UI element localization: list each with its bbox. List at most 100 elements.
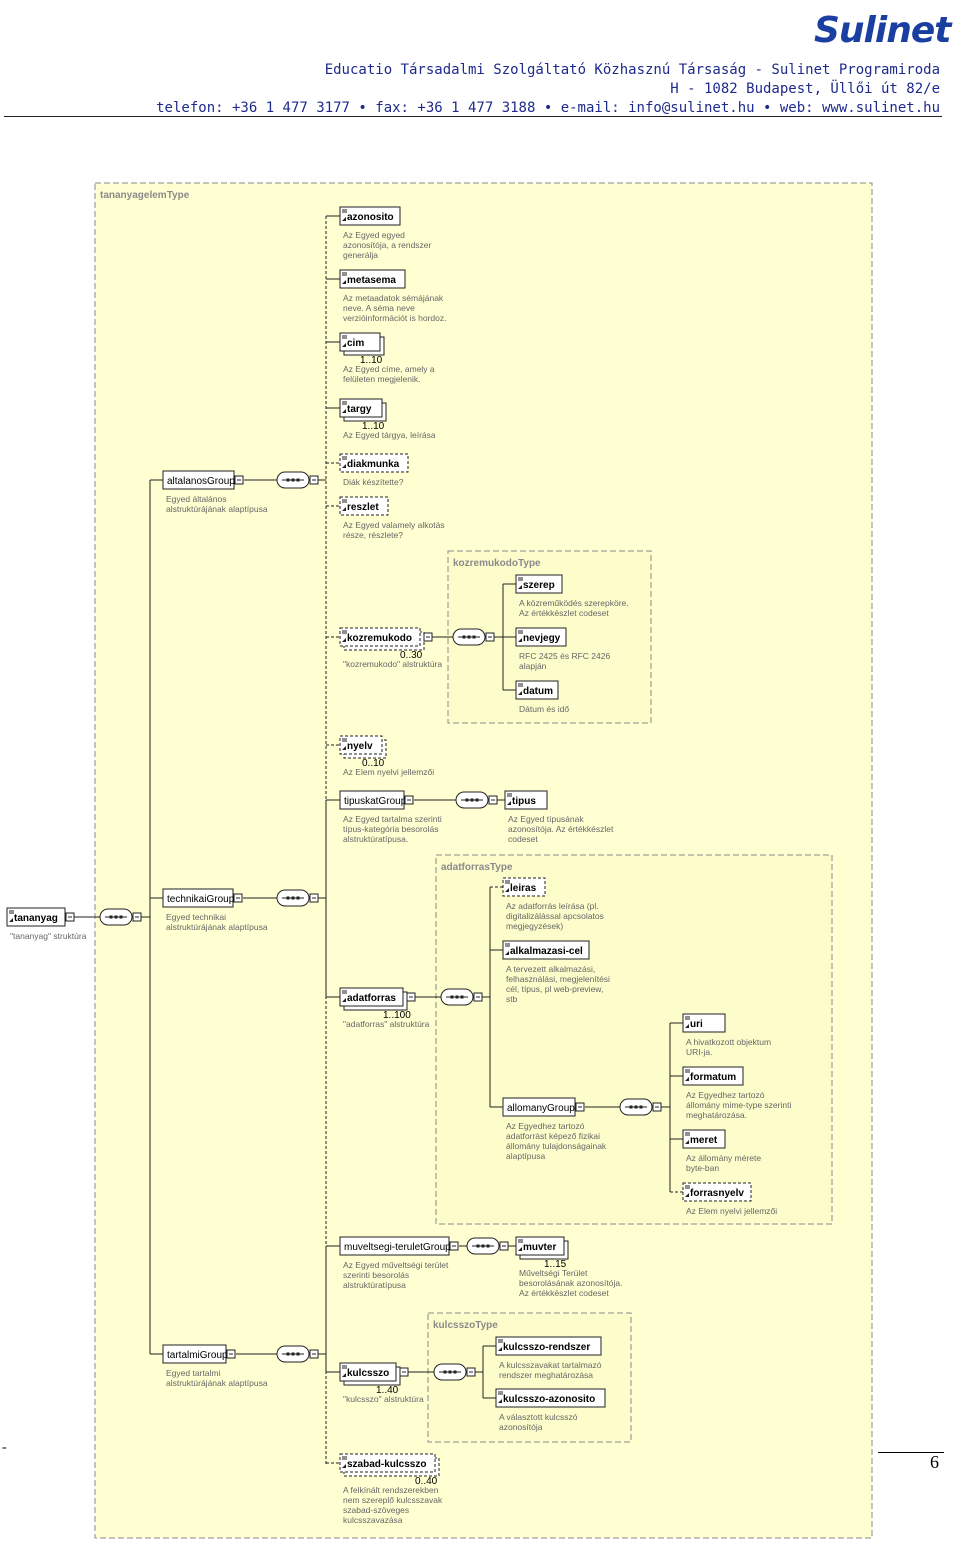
node-description: A hivatkozott objektum bbox=[686, 1037, 771, 1047]
type-frame bbox=[435, 854, 833, 1225]
node-description: A tervezett alkalmazási, bbox=[506, 964, 595, 974]
node-description: adatforrást képező fizikai bbox=[506, 1131, 600, 1141]
node-label: targy bbox=[347, 404, 372, 415]
node-label: kozremukodo bbox=[347, 633, 412, 644]
node-description: azonosítója. Az értékkészlet bbox=[508, 824, 614, 834]
node-description: Diák készítette? bbox=[343, 477, 404, 487]
header-address: H - 1082 Budapest, Üllői út 82/e bbox=[670, 81, 940, 97]
node-label: formatum bbox=[690, 1072, 736, 1083]
cardinality: 1..10 bbox=[360, 355, 383, 366]
node-description: besorolásának azonosítója. bbox=[519, 1278, 623, 1288]
node-description: alaptípusa bbox=[506, 1151, 545, 1161]
node-description: verzióinformációt is hordoz. bbox=[343, 313, 446, 323]
cardinality: 0..30 bbox=[400, 650, 423, 661]
sequence-compositor bbox=[433, 1363, 476, 1381]
page-header: Sulinet Educatio Társadalmi Szolgáltató … bbox=[0, 0, 960, 130]
node-description: megjegyzések) bbox=[506, 921, 563, 931]
node-description: Az állomány mérete bbox=[686, 1153, 761, 1163]
node-label: allomanyGroup bbox=[507, 1103, 575, 1114]
node-label: tipus bbox=[512, 796, 536, 807]
node-label: meret bbox=[690, 1135, 718, 1146]
node-label: tipuskatGroup bbox=[344, 796, 407, 807]
node-szerep: szerep A közreműködés szerepköre.Az érték… bbox=[515, 574, 629, 618]
node-description: generálja bbox=[343, 250, 378, 260]
header-rule bbox=[4, 116, 942, 117]
cardinality: 1..15 bbox=[544, 1259, 567, 1270]
node-description: Az értékkészlet codeset bbox=[519, 1288, 609, 1298]
node-description: codeset bbox=[508, 834, 538, 844]
type-label: adatforrasType bbox=[441, 862, 513, 873]
node-label: szerep bbox=[523, 580, 555, 591]
node-description: azonosítója bbox=[499, 1422, 543, 1432]
node-description: alstruktúrájának alaptípusa bbox=[166, 504, 268, 514]
type-label: tananyagelemType bbox=[100, 190, 190, 201]
node-description: Az Egyedhez tartozó bbox=[686, 1090, 765, 1100]
node-label: kulcsszo bbox=[347, 1368, 389, 1379]
sequence-compositor bbox=[99, 908, 142, 926]
node-label: altalanosGroup bbox=[167, 476, 235, 487]
node-label: datum bbox=[523, 686, 553, 697]
cardinality: 1..40 bbox=[376, 1385, 399, 1396]
page-number: 6 bbox=[930, 1452, 939, 1472]
sulinet-logo: Sulinet bbox=[808, 6, 956, 58]
node-description: Az Egyedhez tartozó bbox=[506, 1121, 585, 1131]
node-description: alstruktúratípusa bbox=[343, 1280, 406, 1290]
node-description: Egyed technikai bbox=[166, 912, 226, 922]
node-description: felületen megjelenik. bbox=[343, 374, 421, 384]
node-description: Az értékkészlet codeset bbox=[519, 608, 609, 618]
node-description: alapján bbox=[519, 661, 547, 671]
node-description: Az Egyed címe, amely a bbox=[343, 364, 435, 374]
node-label: szabad-kulcsszo bbox=[347, 1459, 426, 1470]
type-label: kulcsszoType bbox=[433, 1320, 498, 1331]
node-description: digitalizálással apcsolatos bbox=[506, 911, 604, 921]
node-description: Az Egyed egyed bbox=[343, 230, 405, 240]
node-description: A kulcsszavakat tartalmazó bbox=[499, 1360, 602, 1370]
node-description: nem szereplő kulcsszavak bbox=[343, 1495, 443, 1505]
node-description: rendszer meghatározása bbox=[499, 1370, 593, 1380]
cardinality: 1..100 bbox=[383, 1010, 411, 1021]
node-description: felhasználási, megjelenítési bbox=[506, 974, 610, 984]
node-tananyag: tananyag"tananyag" struktúra bbox=[6, 907, 87, 941]
sequence-compositor bbox=[276, 1345, 319, 1363]
sequence-compositor bbox=[276, 471, 319, 489]
node-description: Az adatforrás leírása (pl. bbox=[506, 901, 599, 911]
node-description: Az Egyed műveltségi terület bbox=[343, 1260, 449, 1270]
node-description: szerinti besorolás bbox=[343, 1270, 409, 1280]
node-label: alkalmazasi-cel bbox=[510, 946, 583, 957]
node-label: reszlet bbox=[347, 502, 379, 513]
sequence-compositor bbox=[466, 1237, 509, 1255]
node-description: RFC 2425 és RFC 2426 bbox=[519, 651, 610, 661]
node-description: URI-ja. bbox=[686, 1047, 712, 1057]
type-label: kozremukodoType bbox=[453, 558, 541, 569]
node-description: "kozremukodo" alstruktúra bbox=[343, 659, 442, 669]
node-label: metasema bbox=[347, 275, 396, 286]
node-kozremukodo: kozremukodo 0..30"kozremukodo" alstruktúr… bbox=[339, 627, 442, 669]
footer-dash: - bbox=[2, 1440, 7, 1455]
node-description: "kulcsszo" alstruktúra bbox=[343, 1394, 424, 1404]
node-description: Az Egyed valamely alkotás bbox=[343, 520, 445, 530]
node-description: A közreműködés szerepköre. bbox=[519, 598, 629, 608]
logo-text: Sulinet bbox=[814, 10, 951, 51]
node-kulcsszo: kulcsszo 1..40"kulcsszo" alstruktúra bbox=[339, 1362, 424, 1404]
node-label: nevjegy bbox=[523, 633, 561, 644]
node-label: nyelv bbox=[347, 741, 373, 752]
node-description: kulcsszavazása bbox=[343, 1515, 403, 1525]
node-description: állomány mime-type szerinti bbox=[686, 1100, 791, 1110]
